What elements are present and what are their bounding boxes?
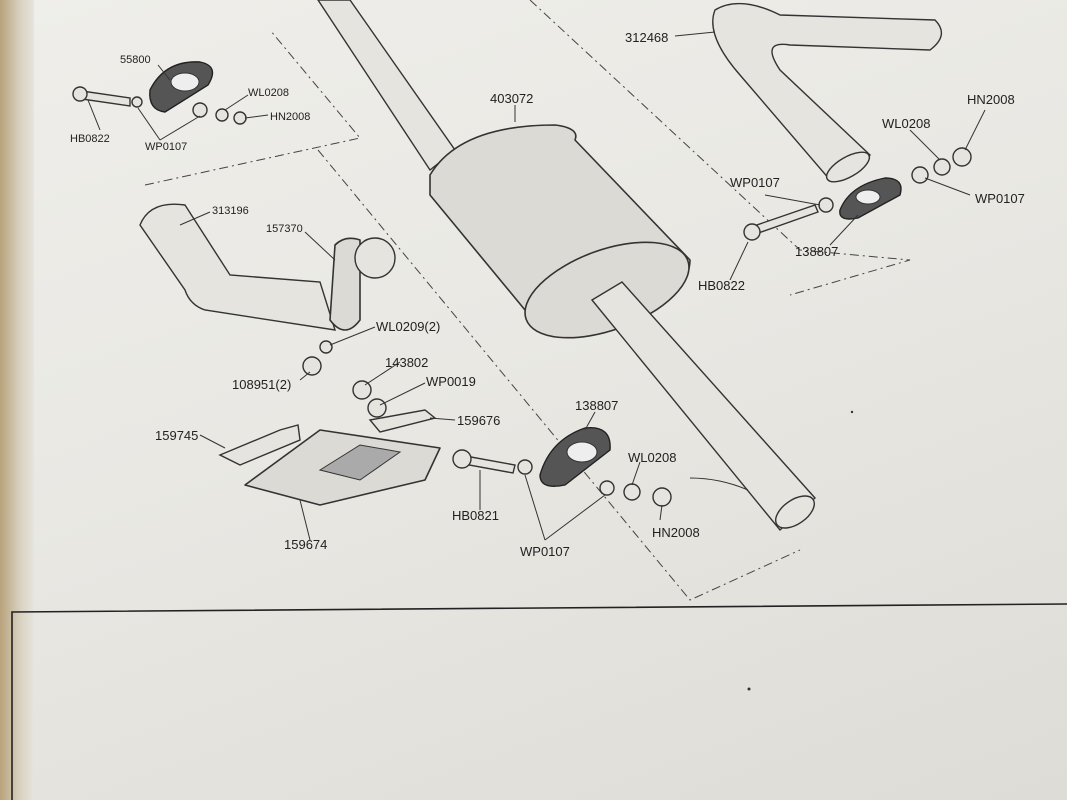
mount-plate-159674 <box>244 429 441 506</box>
label-138807-b: 138807 <box>575 398 618 413</box>
guide-line-top-bracket <box>144 29 361 186</box>
arrow-to-tailpipe <box>689 477 749 491</box>
label-108951: 108951(2) <box>232 377 291 392</box>
clamp-55800 <box>72 61 247 125</box>
label-312468: 312468 <box>625 30 668 45</box>
label-138807-a: 138807 <box>795 244 838 259</box>
label-hn2008-a: HN2008 <box>270 111 310 123</box>
label-55800: 55800 <box>120 54 151 66</box>
label-wp0107-b: WP0107 <box>975 191 1025 206</box>
label-hb0822-b: HB0822 <box>698 278 745 293</box>
label-403072: 403072 <box>490 91 533 106</box>
tail-pipe <box>590 281 816 532</box>
label-wp0107-c: WP0107 <box>730 175 780 190</box>
label-hn2008-c: HN2008 <box>652 525 700 540</box>
label-wl0209: WL0209(2) <box>376 319 440 334</box>
label-143802: 143802 <box>385 355 428 370</box>
clamp-138807-bottom <box>517 426 672 507</box>
binder-edge <box>0 0 34 800</box>
fasteners-143802 <box>302 340 387 418</box>
label-hb0822-a: HB0822 <box>70 133 110 145</box>
label-wp0107-d: WP0107 <box>520 544 570 559</box>
pipe-312468 <box>712 2 943 183</box>
label-wp0019: WP0019 <box>426 374 476 389</box>
paper-speck-2 <box>850 410 854 414</box>
label-wl0208-c: WL0208 <box>628 450 676 465</box>
bracket-159745 <box>218 424 301 466</box>
label-313196: 313196 <box>212 205 249 217</box>
label-159676: 159676 <box>457 413 500 428</box>
label-159674: 159674 <box>284 537 327 552</box>
pipe-313196 <box>139 203 337 331</box>
flange-157370 <box>329 237 396 331</box>
label-159745: 159745 <box>155 428 198 443</box>
paper-speck <box>747 687 751 691</box>
label-wl0208-a: WL0208 <box>248 87 289 99</box>
clamp-138807-top <box>743 147 972 241</box>
label-hb0821: HB0821 <box>452 508 499 523</box>
leader-lines <box>87 31 986 541</box>
guide-line-center <box>317 149 801 601</box>
label-157370: 157370 <box>266 223 303 235</box>
front-pipe <box>317 0 456 172</box>
empty-notes-box <box>11 603 1067 800</box>
label-wl0208-b: WL0208 <box>882 116 930 131</box>
label-wp0107-a: WP0107 <box>145 141 187 153</box>
silencer-403072 <box>429 124 691 339</box>
bolt-hb0821 <box>452 449 516 474</box>
guide-line-right <box>529 0 911 296</box>
label-hn2008-b: HN2008 <box>967 92 1015 107</box>
